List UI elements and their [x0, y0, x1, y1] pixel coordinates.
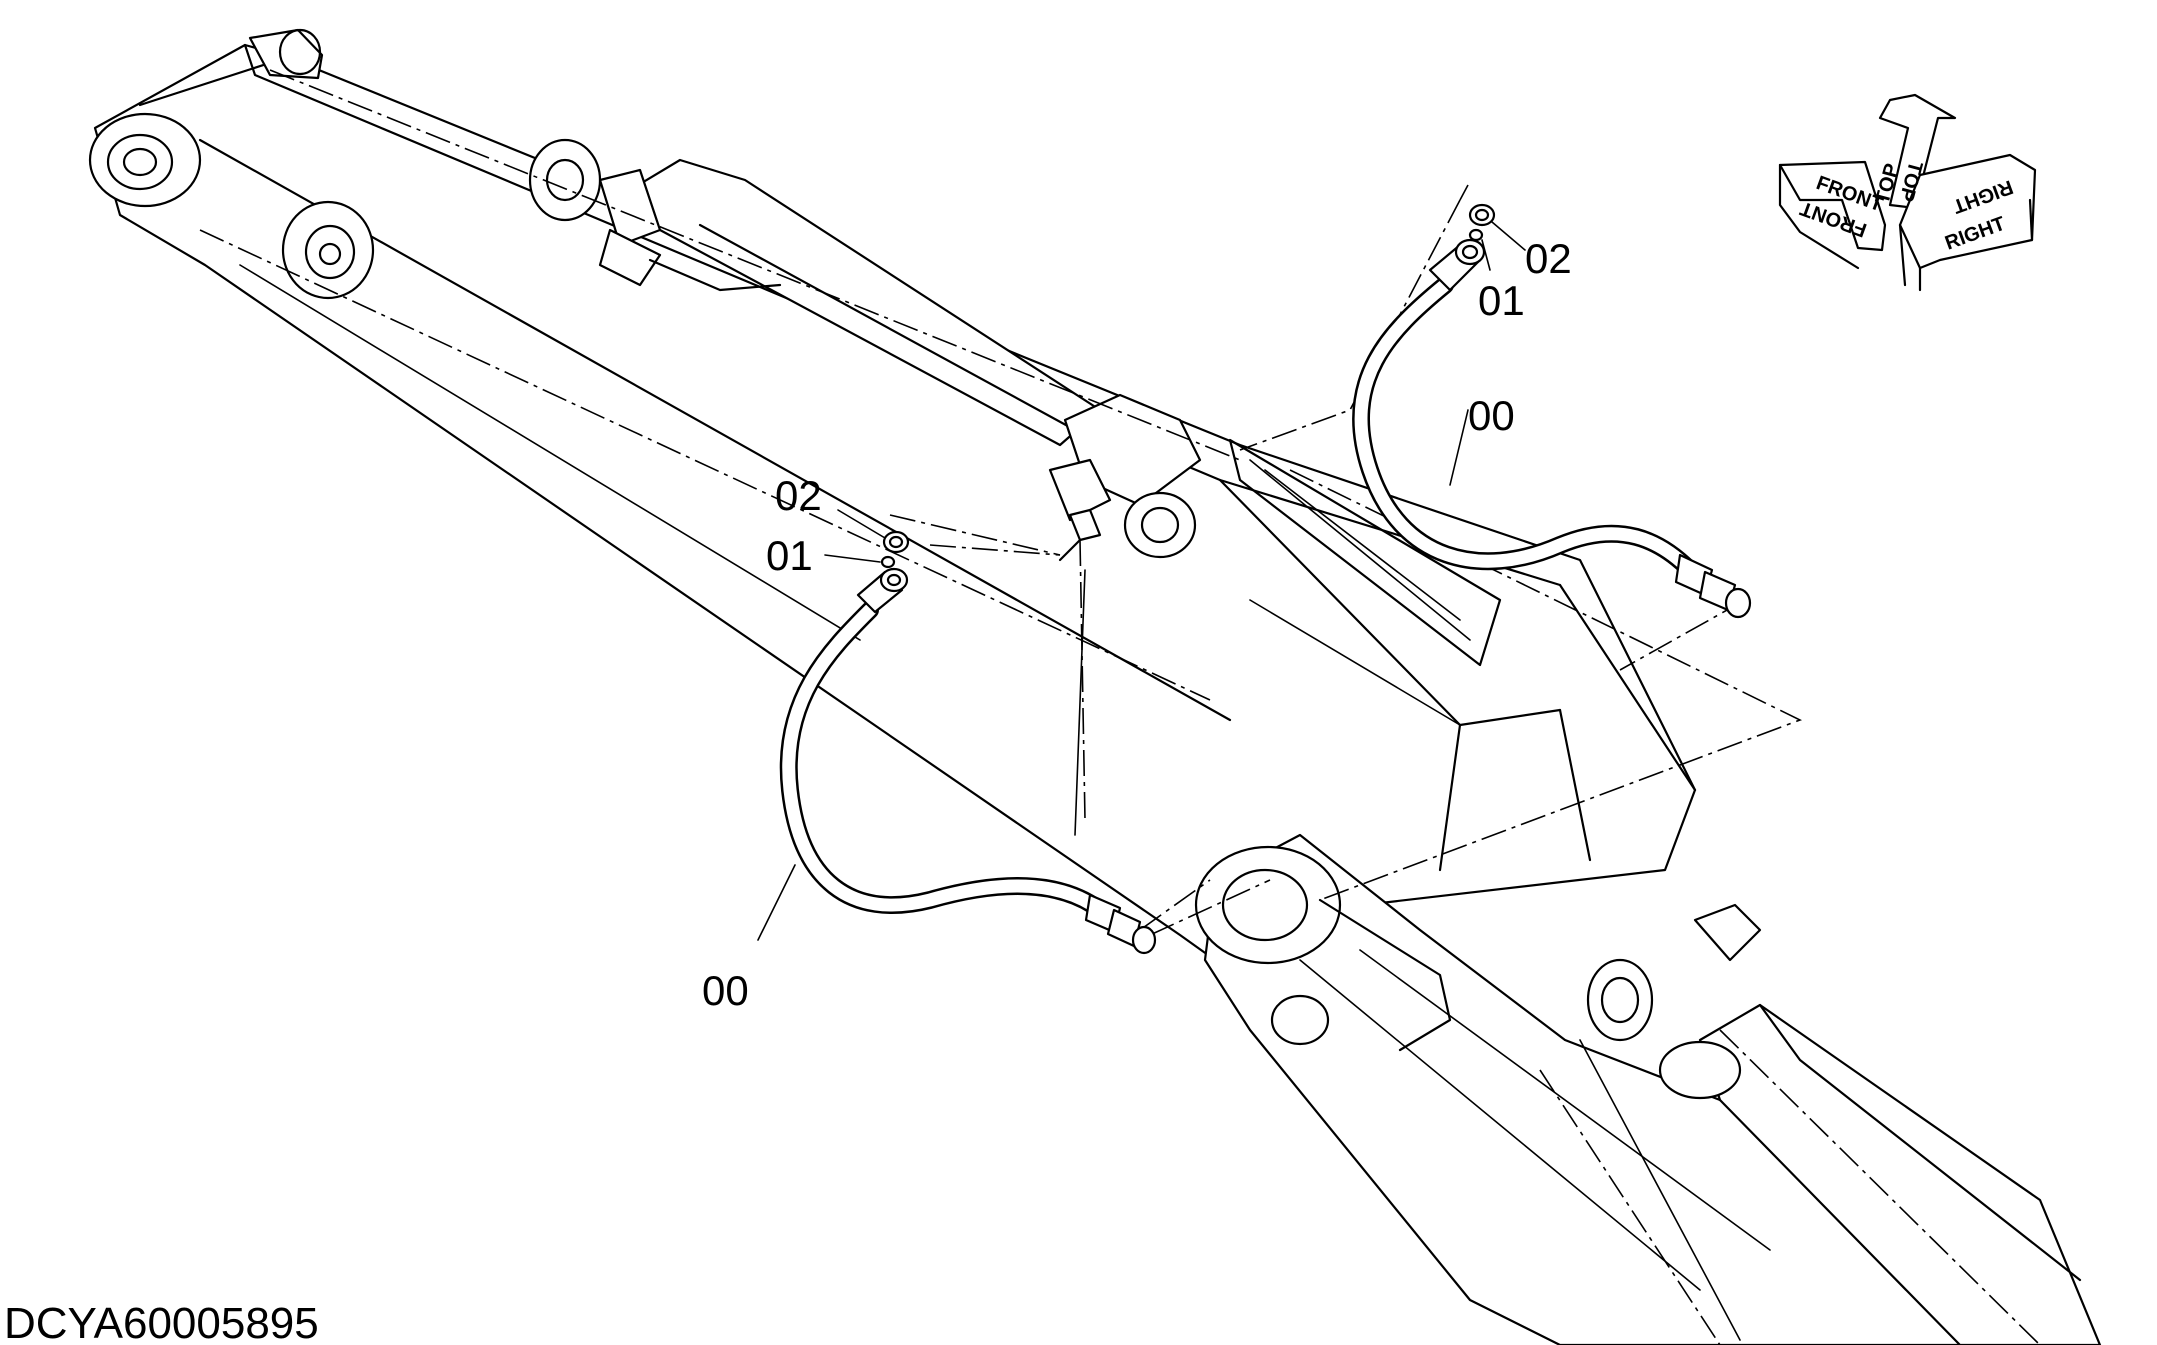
- upper-hose-callout: 00: [1468, 392, 1515, 439]
- orientation-indicator: FRONT FRONT TOP TOP RIGHT RIGHT: [1778, 93, 2037, 292]
- lower-nut-callout: 02: [775, 472, 822, 519]
- lower-hose-callout: 00: [702, 967, 749, 1014]
- lower-hose-assembly: [757, 509, 1157, 955]
- arm-assembly: [1194, 833, 2102, 1345]
- lower-oring-callout: 01: [766, 532, 813, 579]
- boom-assembly: [88, 28, 1697, 962]
- lower-hose-top-fitting: [856, 567, 909, 614]
- upper-hose-bottom-fitting: [1674, 553, 1752, 619]
- upper-nut: [1468, 203, 1496, 227]
- upper-hose-assembly: [1352, 203, 1752, 619]
- callout-labels: 02 01 00 02 01 00: [702, 235, 1572, 1014]
- upper-oring: [1468, 228, 1484, 242]
- lower-nut: [882, 530, 910, 554]
- upper-oring-callout: 01: [1478, 277, 1525, 324]
- upper-hose-top-fitting: [1428, 238, 1486, 292]
- lower-oring: [880, 555, 896, 569]
- lower-hose-bottom-fitting: [1084, 893, 1157, 955]
- boom-cylinder: [528, 138, 1202, 562]
- upper-nut-callout: 02: [1525, 235, 1572, 282]
- drawing-code: DCYA60005895: [4, 1299, 319, 1345]
